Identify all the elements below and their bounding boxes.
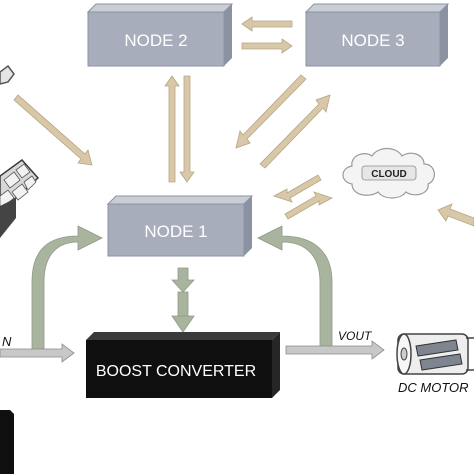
node-2-block: NODE 2	[86, 3, 234, 67]
right-feedback-arrow	[257, 225, 333, 351]
node-1-block: NODE 1	[106, 195, 254, 257]
input-label: N	[2, 334, 12, 349]
right-edge-arrow	[437, 203, 474, 227]
node2-node3-arrows	[241, 16, 293, 54]
left-partial-device	[0, 64, 15, 85]
dc-motor-icon	[396, 333, 474, 375]
node1-boost-arrow	[171, 267, 195, 333]
node2-node1-arrows	[164, 75, 195, 183]
solar-panel-icon	[0, 158, 40, 238]
left-device-arrow	[13, 94, 93, 166]
node3-node1-arrows	[235, 74, 331, 169]
cloud-shape: CLOUD	[342, 147, 435, 199]
left-feedback-arrow	[31, 225, 103, 351]
vout-label: VOUT	[338, 329, 373, 343]
output-arrow	[285, 340, 385, 360]
node-2-label: NODE 2	[124, 31, 187, 50]
input-arrow	[0, 343, 75, 363]
node-1-label: NODE 1	[144, 222, 207, 241]
cloud-label: CLOUD	[371, 169, 407, 180]
node1-cloud-arrows	[272, 174, 334, 220]
node-3-block: NODE 3	[304, 3, 450, 67]
dc-motor-label: DC MOTOR	[398, 380, 469, 395]
bottom-left-block	[0, 410, 14, 474]
node-3-label: NODE 3	[341, 31, 404, 50]
boost-converter-block: BOOST CONVERTER	[86, 332, 280, 398]
boost-converter-label: BOOST CONVERTER	[96, 363, 256, 380]
